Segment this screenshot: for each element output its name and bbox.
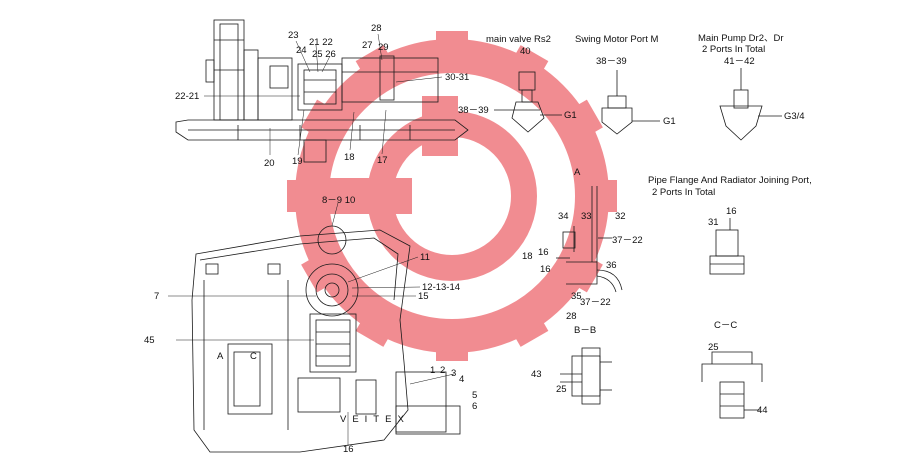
callout-18-b: 18 [522, 251, 533, 262]
callout-45: 45 [144, 335, 155, 346]
callout-29: 29 [378, 42, 389, 53]
callout-17: 17 [377, 155, 388, 166]
title-swing-motor: Swing Motor Port M [575, 34, 658, 45]
main-pump-port-detail [719, 68, 782, 141]
callout-11: 11 [420, 252, 430, 263]
callout-16-flange: 16 [726, 206, 737, 217]
callout-small-c: C [250, 351, 257, 362]
title-main-valve: main valve Rs2 [486, 34, 551, 45]
title-main-pump-line2: 2 Ports In Total [702, 44, 765, 55]
plan-view [191, 225, 461, 453]
title-section-bb: B－B [574, 325, 596, 336]
callout-2: 2 [440, 365, 445, 376]
callout-35: 35 [571, 291, 582, 302]
callout-7: 7 [154, 291, 159, 302]
title-pipe-flange-line1: Pipe Flange And Radiator Joining Port, [648, 175, 812, 186]
callout-22-21: 22-21 [175, 91, 199, 102]
callout-28: 28 [371, 23, 382, 34]
callout-43: 43 [531, 369, 542, 380]
callout-44: 44 [757, 405, 768, 416]
callout-41-42: 41－42 [724, 56, 755, 67]
callout-38-39-motor: 38－39 [596, 56, 627, 67]
callout-16-a: 16 [538, 247, 549, 258]
callout-1: 1 [430, 365, 435, 376]
callout-g3-4: G3/4 [784, 111, 805, 122]
callout-33: 33 [581, 211, 592, 222]
callout-20: 20 [264, 158, 275, 169]
side-elevation-view [175, 19, 469, 163]
callout-23: 23 [288, 30, 299, 41]
section-cc-detail [701, 351, 763, 419]
callout-4: 4 [459, 374, 464, 385]
callout-5: 5 [472, 390, 477, 401]
callout-28-b: 28 [566, 311, 577, 322]
callout-31: 31 [708, 217, 719, 228]
callout-36: 36 [606, 260, 617, 271]
title-section-a: A [574, 167, 581, 178]
callout-32: 32 [615, 211, 626, 222]
side-view-leaders [204, 33, 443, 156]
callout-25-26: 25 26 [312, 49, 336, 60]
callout-40: 40 [520, 46, 531, 57]
callout-12-13-14: 12-13-14 [422, 282, 460, 293]
watermark-text: VEITEX [340, 414, 410, 425]
plan-view-leaders [168, 202, 455, 446]
section-a-pipe-detail [556, 186, 623, 293]
callout-6: 6 [472, 401, 477, 412]
callout-19: 19 [292, 156, 303, 167]
callout-38-39-valve: 38－39 [458, 105, 489, 116]
main-valve-rs2-detail [494, 71, 562, 133]
callout-16-b: 16 [540, 264, 551, 275]
callout-37-22-a: 37－22 [612, 235, 643, 246]
pipe-flange-detail [709, 218, 745, 275]
callout-small-a: A [217, 351, 224, 362]
callout-21-22: 21 22 [309, 37, 333, 48]
swing-motor-port-detail [601, 70, 660, 135]
callout-g1-valve: G1 [564, 110, 577, 121]
callout-25-b: 25 [556, 384, 567, 395]
callout-18: 18 [344, 152, 355, 163]
title-pipe-flange-line2: 2 Ports In Total [652, 187, 715, 198]
callout-34: 34 [558, 211, 569, 222]
callout-27: 27 [362, 40, 373, 51]
callout-g1-motor: G1 [663, 116, 676, 127]
title-main-pump-line1: Main Pump Dr2、Dr [698, 33, 784, 44]
callout-15: 15 [418, 291, 429, 302]
callout-30-31: 30-31 [445, 72, 469, 83]
title-section-cc: C－C [714, 320, 737, 331]
section-bb-detail [560, 347, 612, 405]
callout-3: 3 [451, 368, 456, 379]
callout-37-22-b: 37－22 [580, 297, 611, 308]
callout-25-c: 25 [708, 342, 719, 353]
callout-8-9-10: 8－9 10 [322, 195, 355, 206]
callout-24: 24 [296, 45, 307, 56]
callout-16-plan: 16 [343, 444, 354, 455]
